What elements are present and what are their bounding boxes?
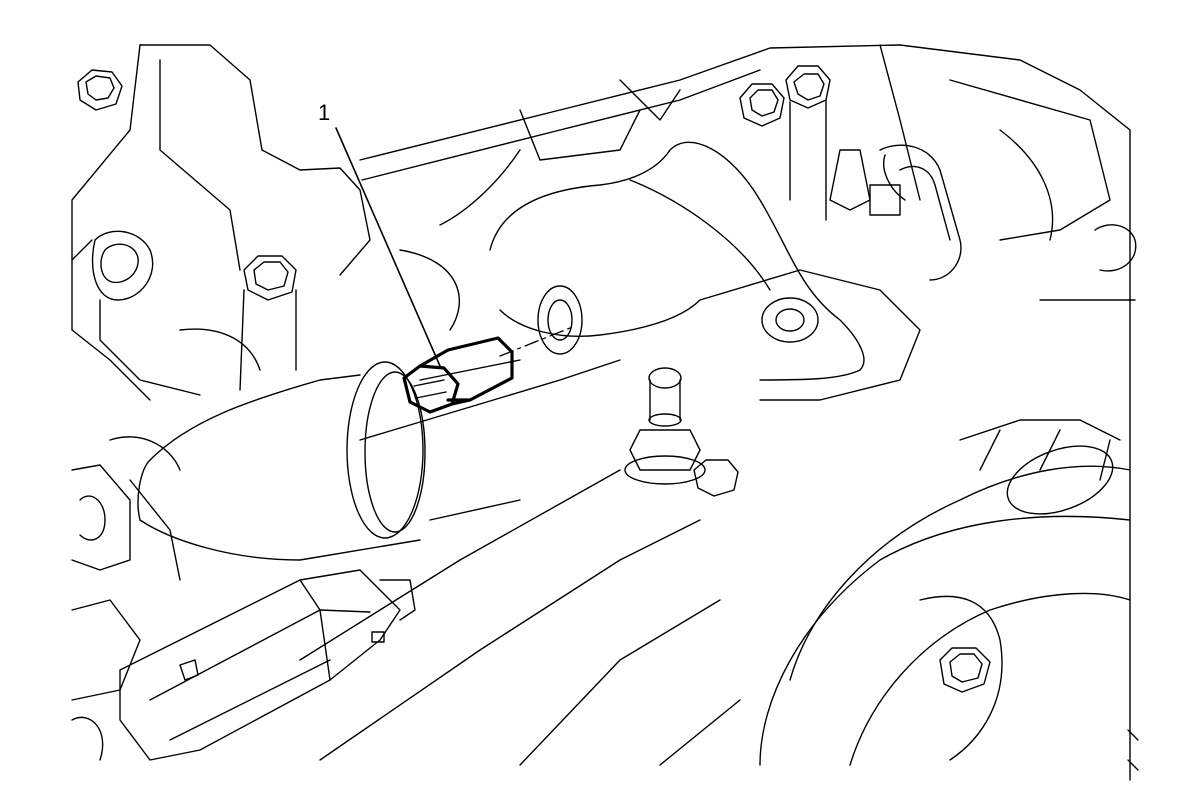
installation-axis-line — [499, 327, 571, 357]
coolant-hose — [759, 419, 1131, 766]
bolt-lower-right — [939, 647, 991, 693]
engine-block-outline — [299, 44, 1137, 781]
vacuum-hose — [829, 144, 962, 281]
mounting-flange — [699, 269, 921, 401]
throttle-body-housing — [109, 359, 521, 581]
bolt-upper-middle — [239, 255, 297, 391]
elbow-pipe — [489, 141, 865, 381]
left-edge-fittings — [71, 464, 141, 761]
ball-stud — [624, 367, 706, 485]
bolt-top-right — [785, 65, 831, 221]
callout-leader-line — [335, 127, 441, 367]
bolt-top-center — [739, 83, 785, 127]
callout-number-1: 1 — [318, 100, 331, 125]
bolt-lower-center — [693, 459, 739, 497]
upper-left-bracket — [71, 44, 371, 401]
edge-marks — [1127, 729, 1139, 771]
highlighted-sensor — [402, 336, 514, 414]
bolt-top-left — [77, 69, 123, 111]
electrical-connector — [119, 569, 416, 761]
